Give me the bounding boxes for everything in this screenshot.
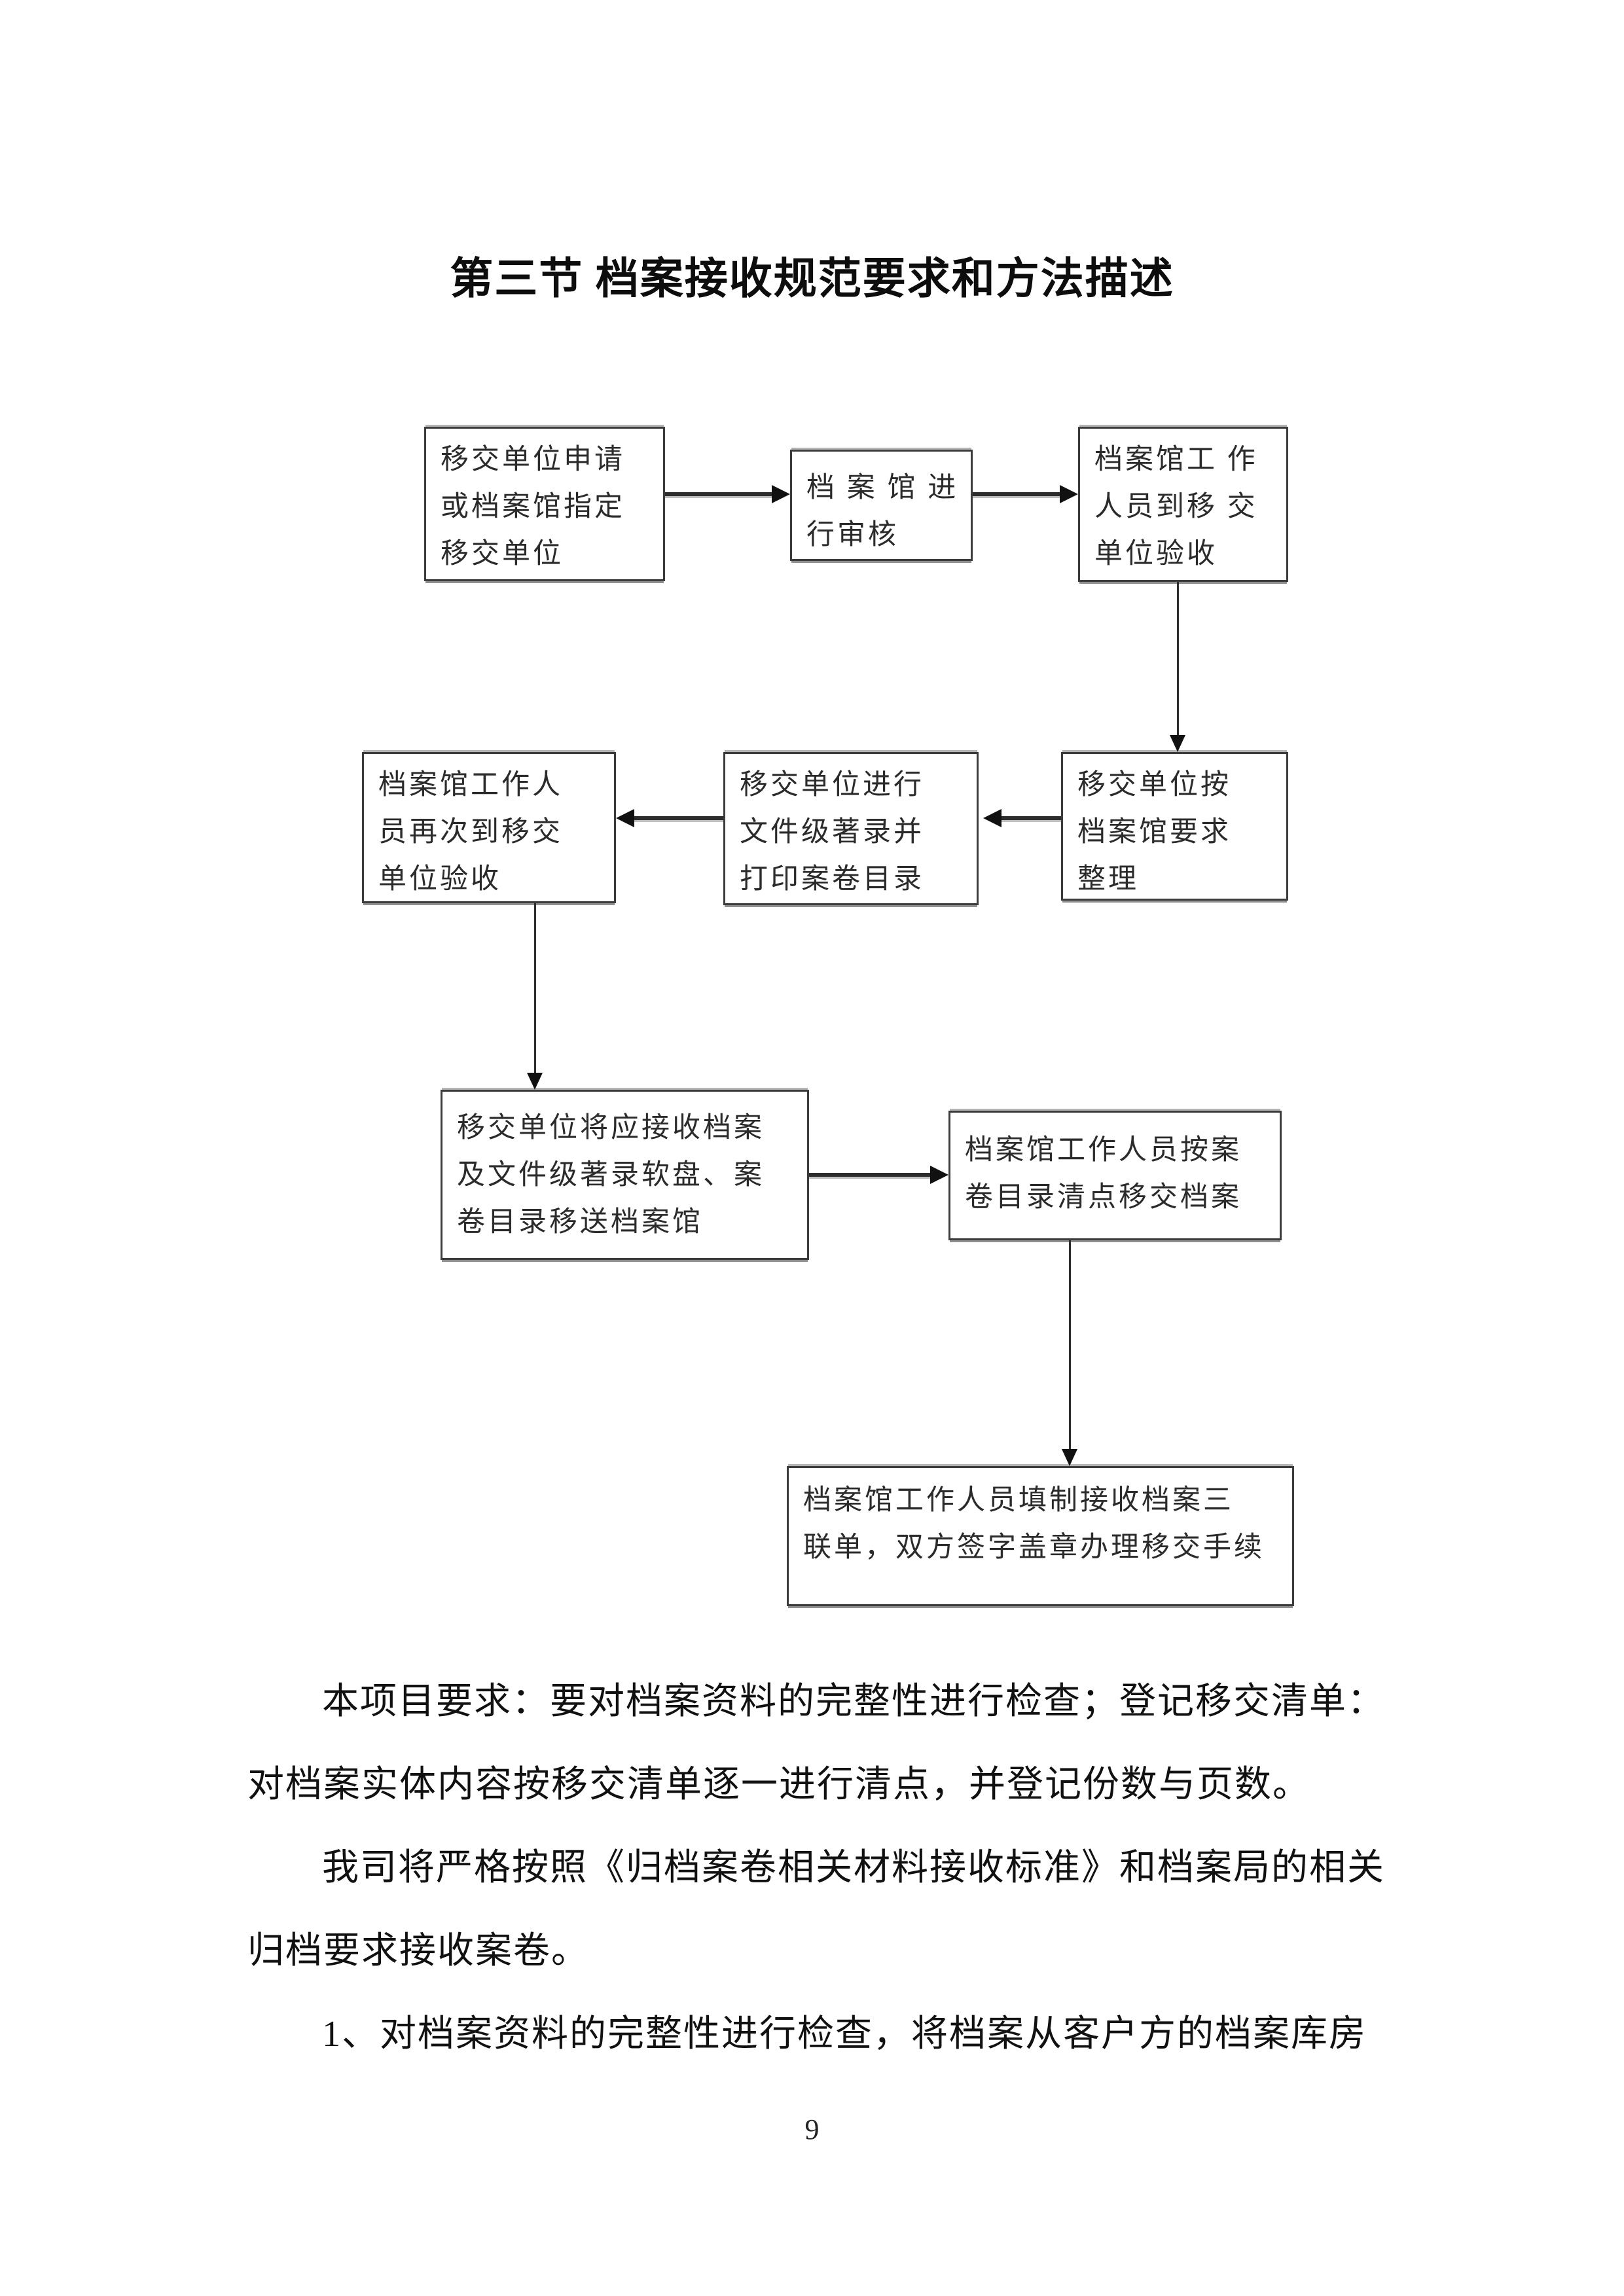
flow-box-line: 行审核 (806, 520, 899, 550)
arrow-left-icon (983, 809, 1061, 827)
body-text-line: 我司将严格按照《归档案卷相关材料接收标准》和档案局的相关 (322, 1848, 1385, 1888)
flow-box-archive-review: 档 案 馆 进 行审核 (790, 450, 973, 561)
flow-box-line: 档案馆工 作 (1094, 444, 1258, 475)
flow-box-staff-accept-again: 档案馆工作人 员再次到移交 单位验收 (362, 752, 616, 903)
body-text-line: 归档要求接收案卷。 (247, 1931, 589, 1971)
flow-box-line: 联单，双方签字盖章办理移交手续 (803, 1532, 1265, 1563)
arrow-down-icon (1170, 582, 1185, 752)
body-text-line: 1、对档案资料的完整性进行检查，将档案从客户方的档案库房 (322, 2014, 1367, 2054)
arrow-left-icon (616, 809, 723, 827)
page-number: 9 (804, 2113, 820, 2145)
flow-box-line: 卷目录清点移交档案 (965, 1182, 1242, 1213)
flow-box-line: 文件级著录并 (740, 817, 924, 848)
flow-box-line: 整理 (1077, 864, 1139, 895)
flow-box-count-by-catalog: 档案馆工作人员按案 卷目录清点移交档案 (948, 1111, 1282, 1240)
flow-box-arrange-by-request: 移交单位按 档案馆要求 整理 (1061, 752, 1288, 901)
arrow-down-icon (527, 903, 543, 1090)
arrow-right-icon (973, 485, 1078, 503)
body-text-line: 本项目要求：要对档案资料的完整性进行检查；登记移交清单： (322, 1681, 1385, 1722)
body-text-line: 对档案实体内容按移交清单逐一进行清点，并登记份数与页数。 (247, 1765, 1310, 1805)
flow-box-fill-receipt: 档案馆工作人员填制接收档案三 联单，双方签字盖章办理移交手续 (787, 1466, 1294, 1606)
flow-box-line: 档案馆要求 (1077, 817, 1231, 848)
flow-box-line: 员再次到移交 (378, 817, 563, 848)
flow-box-line: 移交单位申请 (441, 444, 625, 475)
flow-box-line: 或档案馆指定 (441, 492, 625, 522)
flow-box-line: 人员到移 交 (1094, 492, 1258, 522)
arrow-right-icon (665, 485, 790, 503)
flow-box-line: 档案馆工作人 (378, 770, 563, 800)
flow-box-send-to-archive: 移交单位将应接收档案 及文件级著录软盘、案 卷目录移送档案馆 (441, 1090, 809, 1260)
flow-box-line: 档案馆工作人员按案 (965, 1135, 1242, 1166)
arrow-down-icon (1062, 1240, 1077, 1466)
flow-box-line: 档案馆工作人员填制接收档案三 (803, 1485, 1234, 1516)
flow-box-line: 卷目录移送档案馆 (457, 1207, 703, 1238)
flow-box-line: 及文件级著录软盘、案 (457, 1160, 765, 1191)
page-title: 第三节 档案接收规范要求和方法描述 (450, 255, 1174, 303)
flow-box-line: 打印案卷目录 (740, 864, 924, 895)
flow-box-staff-accept: 档案馆工 作 人员到移 交 单位验收 (1078, 427, 1288, 582)
arrow-right-icon (809, 1166, 948, 1184)
flow-box-line: 移交单位进行 (740, 770, 924, 800)
flow-box-line: 移交单位将应接收档案 (457, 1113, 765, 1143)
flow-box-line: 单位验收 (378, 864, 501, 895)
flow-box-line: 移交单位按 (1077, 770, 1231, 800)
flow-box-line: 档 案 馆 进 (806, 473, 959, 503)
flow-box-line: 移交单位 (441, 539, 564, 569)
flow-box-line: 单位验收 (1094, 539, 1218, 569)
flow-box-file-catalog: 移交单位进行 文件级著录并 打印案卷目录 (723, 752, 979, 905)
flow-box-transfer-apply: 移交单位申请 或档案馆指定 移交单位 (424, 427, 665, 581)
